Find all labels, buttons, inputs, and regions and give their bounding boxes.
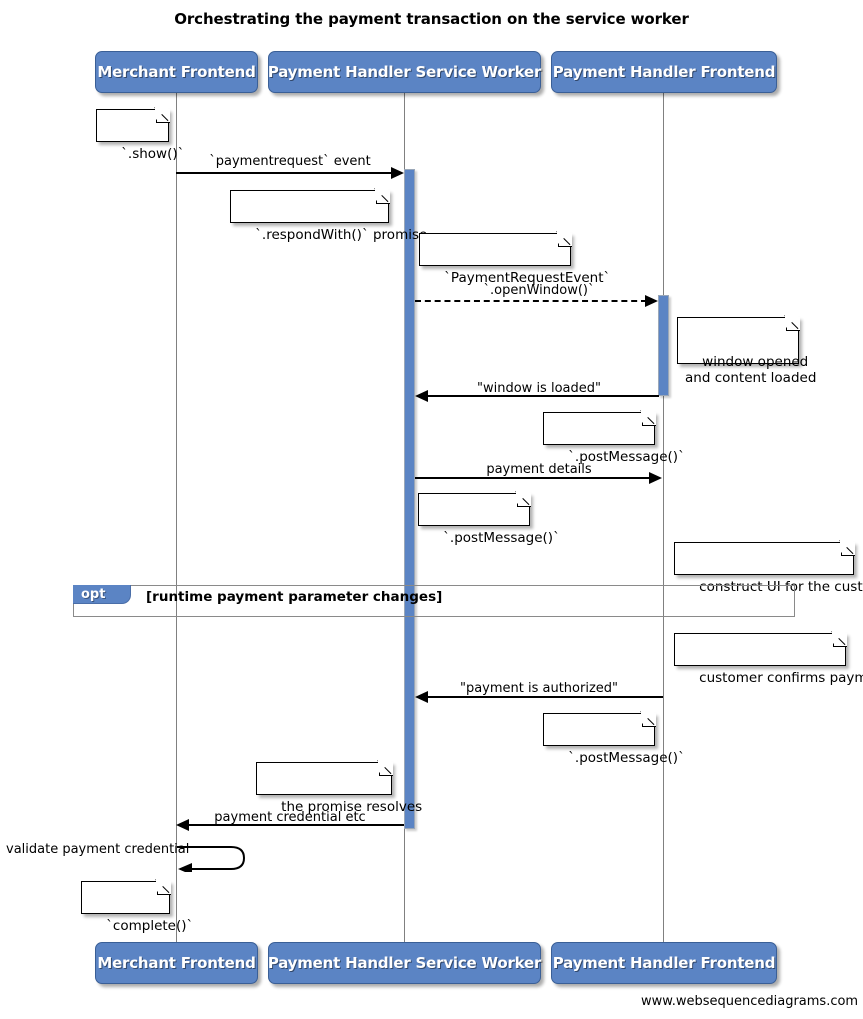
note-text: `.postMessage()` bbox=[568, 749, 685, 766]
note-fold-icon bbox=[378, 760, 393, 776]
message-arrowhead-payment-details bbox=[649, 472, 662, 484]
note-text: `.postMessage()` bbox=[568, 448, 685, 465]
note-fold-icon bbox=[832, 631, 847, 647]
message-label-payment-credential: payment credential etc bbox=[214, 810, 366, 825]
message-line-payment-credential bbox=[189, 824, 404, 826]
participant-label: Payment Handler Service Worker bbox=[267, 954, 542, 972]
lifeline-payment-handler-frontend bbox=[663, 93, 664, 942]
note-postmessage-3: `.postMessage()` bbox=[543, 711, 685, 766]
note-text: `.postMessage()` bbox=[443, 529, 560, 546]
participant-label: Merchant Frontend bbox=[97, 63, 256, 81]
participant-merchant-frontend-top[interactable]: Merchant Frontend bbox=[95, 51, 258, 93]
participant-payment-handler-frontend-top[interactable]: Payment Handler Frontend bbox=[551, 51, 777, 93]
note-fold-icon bbox=[641, 410, 656, 426]
message-arrowhead-paymentrequest bbox=[391, 167, 404, 179]
note-text: `PaymentRequestEvent` bbox=[444, 269, 611, 286]
note-postmessage-2: `.postMessage()` bbox=[418, 491, 560, 546]
note-fold-icon bbox=[840, 540, 855, 556]
note-window-opened: window opened and content loaded bbox=[677, 315, 816, 386]
message-label-validate-credential: validate payment credential bbox=[6, 842, 190, 857]
opt-fragment-condition: [runtime payment parameter changes] bbox=[146, 589, 443, 605]
note-text: construct UI for the customer bbox=[699, 578, 863, 595]
activation-payment-handler-frontend bbox=[658, 295, 669, 396]
participant-label: Payment Handler Frontend bbox=[552, 954, 776, 972]
note-text: `.respondWith()` promise bbox=[255, 226, 428, 243]
page-title: Orchestrating the payment transaction on… bbox=[174, 10, 689, 28]
message-line-payment-details bbox=[415, 477, 651, 479]
activation-service-worker bbox=[404, 169, 415, 829]
participant-label: Merchant Frontend bbox=[97, 954, 256, 972]
note-paymentrequestevent: `PaymentRequestEvent` bbox=[419, 231, 610, 286]
participant-label: Payment Handler Frontend bbox=[552, 63, 776, 81]
note-fold-icon bbox=[641, 711, 656, 727]
note-postmessage-1: `.postMessage()` bbox=[543, 410, 685, 465]
lifeline-merchant bbox=[176, 93, 177, 942]
note-text: window opened and content loaded bbox=[685, 353, 817, 386]
participant-service-worker-top[interactable]: Payment Handler Service Worker bbox=[268, 51, 541, 93]
note-text: customer confirms payment bbox=[699, 669, 863, 686]
message-line-paymentrequest bbox=[176, 172, 402, 174]
message-label-window-is-loaded: "window is loaded" bbox=[477, 381, 601, 396]
note-fold-icon bbox=[785, 315, 800, 331]
note-fold-icon bbox=[155, 107, 170, 123]
note-promise-resolves: the promise resolves bbox=[256, 760, 422, 815]
participant-merchant-frontend-bottom[interactable]: Merchant Frontend bbox=[95, 942, 258, 984]
opt-fragment-type-label: opt bbox=[81, 586, 106, 602]
note-respondwith-promise: `.respondWith()` promise bbox=[230, 188, 427, 243]
note-construct-ui: construct UI for the customer bbox=[674, 540, 863, 595]
note-complete: `complete()` bbox=[81, 879, 193, 934]
note-text: `complete()` bbox=[106, 917, 194, 934]
message-label-payment-authorized: "payment is authorized" bbox=[459, 681, 619, 696]
opt-fragment-tab[interactable]: opt bbox=[73, 585, 131, 604]
message-line-window-is-loaded bbox=[428, 395, 659, 397]
participant-service-worker-bottom[interactable]: Payment Handler Service Worker bbox=[268, 942, 541, 984]
participant-payment-handler-frontend-bottom[interactable]: Payment Handler Frontend bbox=[551, 942, 777, 984]
message-arrowhead-payment-authorized bbox=[415, 691, 428, 703]
note-fold-icon bbox=[557, 231, 572, 247]
note-customer-confirms: customer confirms payment bbox=[674, 631, 863, 686]
note-show: `.show()` bbox=[96, 107, 184, 162]
message-label-paymentrequest: `paymentrequest` event bbox=[209, 154, 371, 169]
message-arrowhead-openwindow bbox=[645, 295, 658, 307]
message-line-payment-authorized bbox=[428, 696, 663, 698]
message-label-openwindow: `.openWindow()` bbox=[483, 283, 595, 298]
message-arrowhead-window-is-loaded bbox=[415, 390, 428, 402]
message-arrowhead-payment-credential bbox=[176, 819, 189, 831]
message-line-openwindow bbox=[415, 300, 647, 302]
note-text: the promise resolves bbox=[281, 798, 423, 815]
note-fold-icon bbox=[516, 491, 531, 507]
note-fold-icon bbox=[156, 879, 171, 895]
note-fold-icon bbox=[375, 188, 390, 204]
note-text: `.show()` bbox=[121, 145, 185, 162]
footer-credit: www.websequencediagrams.com bbox=[641, 994, 859, 1009]
message-label-payment-details: payment details bbox=[486, 462, 592, 477]
self-message-loop-validate-credential bbox=[176, 844, 256, 872]
participant-label: Payment Handler Service Worker bbox=[267, 63, 542, 81]
